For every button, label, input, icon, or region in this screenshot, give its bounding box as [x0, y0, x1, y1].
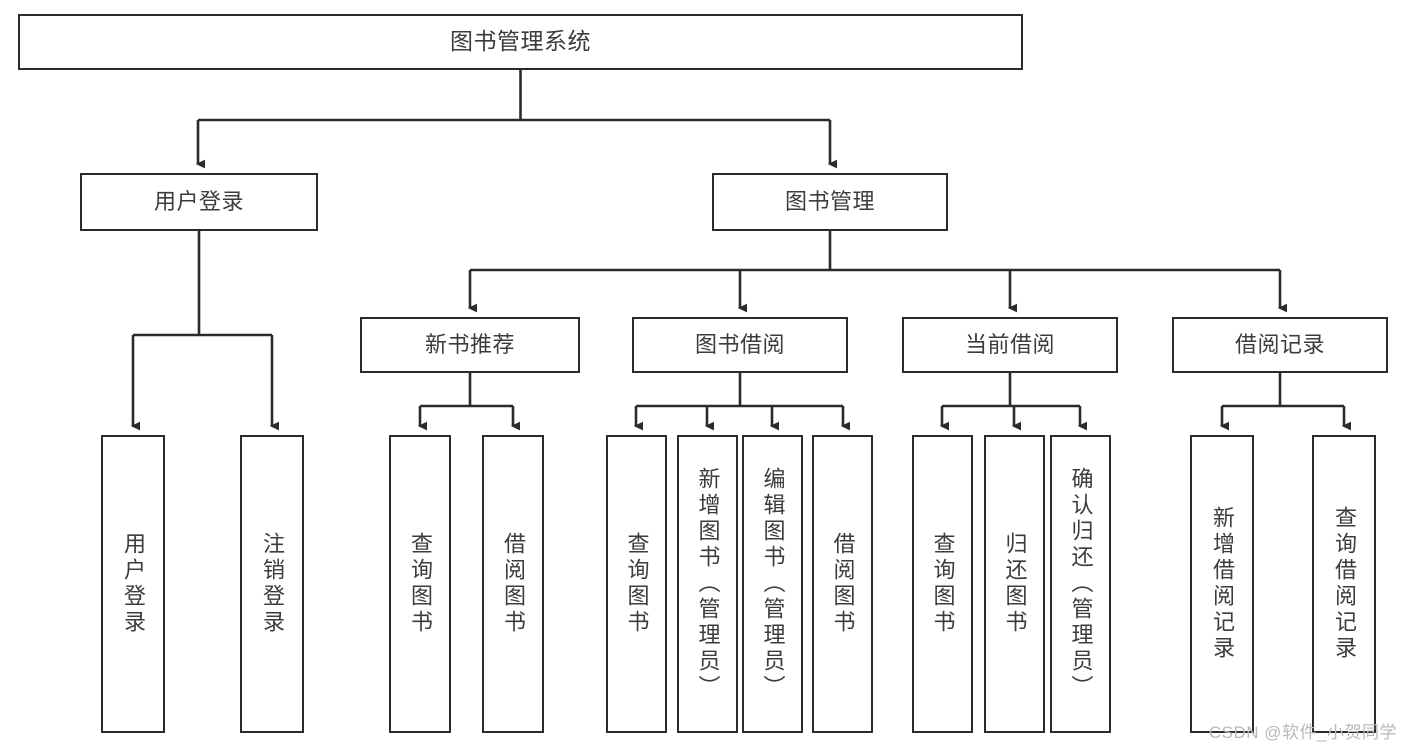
node-leaf-query-book-1[interactable]: 查询图书 [389, 435, 451, 733]
node-leaf-borrow-book-1-label: 借阅图书 [501, 532, 526, 636]
node-book-borrow-label: 图书借阅 [694, 332, 785, 358]
node-book-borrow[interactable]: 图书借阅 [632, 317, 848, 373]
node-leaf-query-book-1-label: 查询图书 [408, 532, 433, 636]
node-leaf-add-book[interactable]: 新增图书（管理员） [677, 435, 738, 733]
node-current-borrow-label: 当前借阅 [964, 332, 1055, 358]
node-leaf-query-book-2[interactable]: 查询图书 [606, 435, 667, 733]
node-current-borrow[interactable]: 当前借阅 [902, 317, 1118, 373]
node-leaf-confirm-return[interactable]: 确认归还（管理员） [1050, 435, 1111, 733]
node-user-login-label: 用户登录 [153, 189, 244, 215]
csdn-watermark: CSDN @软件_小贺同学 [1208, 723, 1397, 742]
node-book-manage-label: 图书管理 [784, 189, 875, 215]
node-leaf-query-book-3-label: 查询图书 [930, 532, 956, 636]
node-leaf-query-book-3[interactable]: 查询图书 [912, 435, 973, 733]
node-leaf-return-book-label: 归还图书 [1002, 532, 1028, 636]
node-leaf-borrow-book-1[interactable]: 借阅图书 [482, 435, 544, 733]
node-leaf-add-book-label: 新增图书（管理员） [695, 467, 721, 701]
node-leaf-user-login[interactable]: 用户登录 [101, 435, 165, 733]
node-root-label: 图书管理系统 [450, 28, 591, 55]
node-new-book-rec-label: 新书推荐 [424, 332, 515, 358]
node-leaf-query-record[interactable]: 查询借阅记录 [1312, 435, 1376, 733]
node-leaf-query-book-2-label: 查询图书 [624, 532, 650, 636]
node-leaf-add-record-label: 新增借阅记录 [1210, 506, 1235, 662]
node-leaf-logout-label: 注销登录 [260, 532, 285, 636]
node-leaf-add-record[interactable]: 新增借阅记录 [1190, 435, 1254, 733]
node-new-book-rec[interactable]: 新书推荐 [360, 317, 580, 373]
node-borrow-record-label: 借阅记录 [1234, 332, 1325, 358]
node-book-manage[interactable]: 图书管理 [712, 173, 948, 231]
node-borrow-record[interactable]: 借阅记录 [1172, 317, 1388, 373]
node-leaf-edit-book[interactable]: 编辑图书（管理员） [742, 435, 803, 733]
node-leaf-user-login-label: 用户登录 [121, 532, 146, 636]
node-leaf-edit-book-label: 编辑图书（管理员） [760, 467, 786, 701]
node-leaf-borrow-book-2[interactable]: 借阅图书 [812, 435, 873, 733]
node-leaf-confirm-return-label: 确认归还（管理员） [1068, 467, 1094, 701]
node-leaf-logout[interactable]: 注销登录 [240, 435, 304, 733]
node-leaf-query-record-label: 查询借阅记录 [1332, 506, 1357, 662]
node-root[interactable]: 图书管理系统 [18, 14, 1023, 70]
node-leaf-return-book[interactable]: 归还图书 [984, 435, 1045, 733]
node-leaf-borrow-book-2-label: 借阅图书 [830, 532, 856, 636]
node-user-login[interactable]: 用户登录 [80, 173, 318, 231]
